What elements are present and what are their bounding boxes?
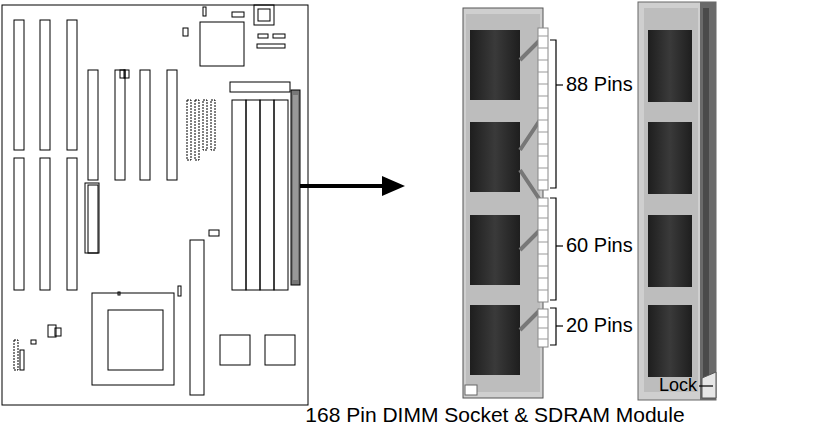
motherboard-part xyxy=(232,100,246,290)
sdram-module-part xyxy=(470,215,520,285)
motherboard-part xyxy=(14,20,24,150)
motherboard-part xyxy=(246,100,260,290)
motherboard-part xyxy=(20,350,24,370)
motherboard-part xyxy=(203,100,207,150)
motherboard-part xyxy=(108,310,163,370)
dimm-socket-part xyxy=(648,30,692,102)
dimm-socket-part xyxy=(648,305,692,377)
motherboard-part xyxy=(67,20,77,150)
motherboard-part xyxy=(265,335,295,365)
motherboard-part xyxy=(230,82,290,92)
motherboard-part xyxy=(14,158,24,290)
motherboard-part xyxy=(293,95,298,280)
dimm-socket-part xyxy=(648,122,692,194)
dimm-socket-part xyxy=(700,2,716,400)
motherboard-part xyxy=(190,240,204,395)
motherboard-part xyxy=(88,185,98,253)
pin-count-label: 88 Pins xyxy=(566,73,633,96)
motherboard-part xyxy=(195,100,199,160)
motherboard-part xyxy=(258,34,268,38)
sdram-module-part xyxy=(470,122,520,192)
motherboard-part xyxy=(183,28,188,36)
motherboard xyxy=(2,5,308,405)
motherboard-part xyxy=(67,158,77,290)
motherboard-part xyxy=(40,158,50,290)
motherboard-part xyxy=(92,293,174,385)
motherboard-part xyxy=(254,5,274,25)
motherboard-part xyxy=(124,70,129,78)
pin-brackets xyxy=(550,40,563,345)
dimm-socket-part xyxy=(644,8,698,392)
motherboard-part xyxy=(257,44,285,48)
motherboard-part xyxy=(178,286,181,296)
motherboard-part xyxy=(140,70,150,180)
lock-label: Lock xyxy=(659,375,697,396)
sdram-module-part xyxy=(465,385,477,395)
leader-line xyxy=(699,385,713,386)
motherboard-part xyxy=(260,100,274,290)
motherboard-part xyxy=(220,335,250,365)
motherboard-part xyxy=(203,7,206,16)
sdram-module-part xyxy=(470,305,520,375)
motherboard-part xyxy=(2,5,308,405)
pin-count-label: 20 Pins xyxy=(566,314,633,337)
pin-brackets-part xyxy=(550,40,556,188)
pin-count-label: 60 Pins xyxy=(566,234,633,257)
pointer-arrow xyxy=(300,176,405,196)
motherboard-part xyxy=(211,100,215,150)
sdram-module-part xyxy=(538,28,548,190)
motherboard-part xyxy=(291,90,300,285)
sdram-module-part xyxy=(538,198,548,302)
motherboard-part xyxy=(118,292,120,295)
motherboard-part xyxy=(14,340,18,370)
caption: 168 Pin DIMM Socket & SDRAM Module xyxy=(305,403,684,427)
motherboard-part xyxy=(88,70,98,180)
dimm-socket-part xyxy=(702,372,716,398)
pin-brackets-part xyxy=(550,308,556,345)
motherboard-part xyxy=(258,9,270,21)
pin-brackets-part xyxy=(550,198,556,300)
dimm-socket-part xyxy=(638,2,716,400)
motherboard-part xyxy=(187,100,191,160)
motherboard-part xyxy=(115,70,125,180)
pointer-arrow-part xyxy=(300,184,385,188)
motherboard-part xyxy=(167,70,177,180)
motherboard-part xyxy=(31,340,36,344)
motherboard-part xyxy=(55,328,61,336)
dimm-socket-part xyxy=(648,215,692,287)
sdram-module-part xyxy=(538,36,548,339)
pin-brackets-part xyxy=(556,84,563,85)
sdram-module-part xyxy=(463,8,543,398)
pointer-arrow-part xyxy=(382,176,405,196)
sdram-module-part xyxy=(520,40,540,330)
motherboard-part xyxy=(273,34,285,38)
dimm-socket-part xyxy=(703,8,709,392)
pin-brackets-part xyxy=(556,325,563,326)
motherboard-part xyxy=(232,12,244,17)
motherboard-part xyxy=(200,22,244,66)
dimm-socket xyxy=(638,2,716,400)
motherboard-part xyxy=(274,100,288,290)
motherboard-part xyxy=(209,230,219,236)
sdram-module-part xyxy=(470,30,520,100)
motherboard-part xyxy=(40,20,50,150)
pin-brackets-part xyxy=(556,245,563,246)
sdram-module xyxy=(463,8,548,398)
sdram-module-part xyxy=(466,14,540,392)
motherboard-part xyxy=(85,183,99,253)
